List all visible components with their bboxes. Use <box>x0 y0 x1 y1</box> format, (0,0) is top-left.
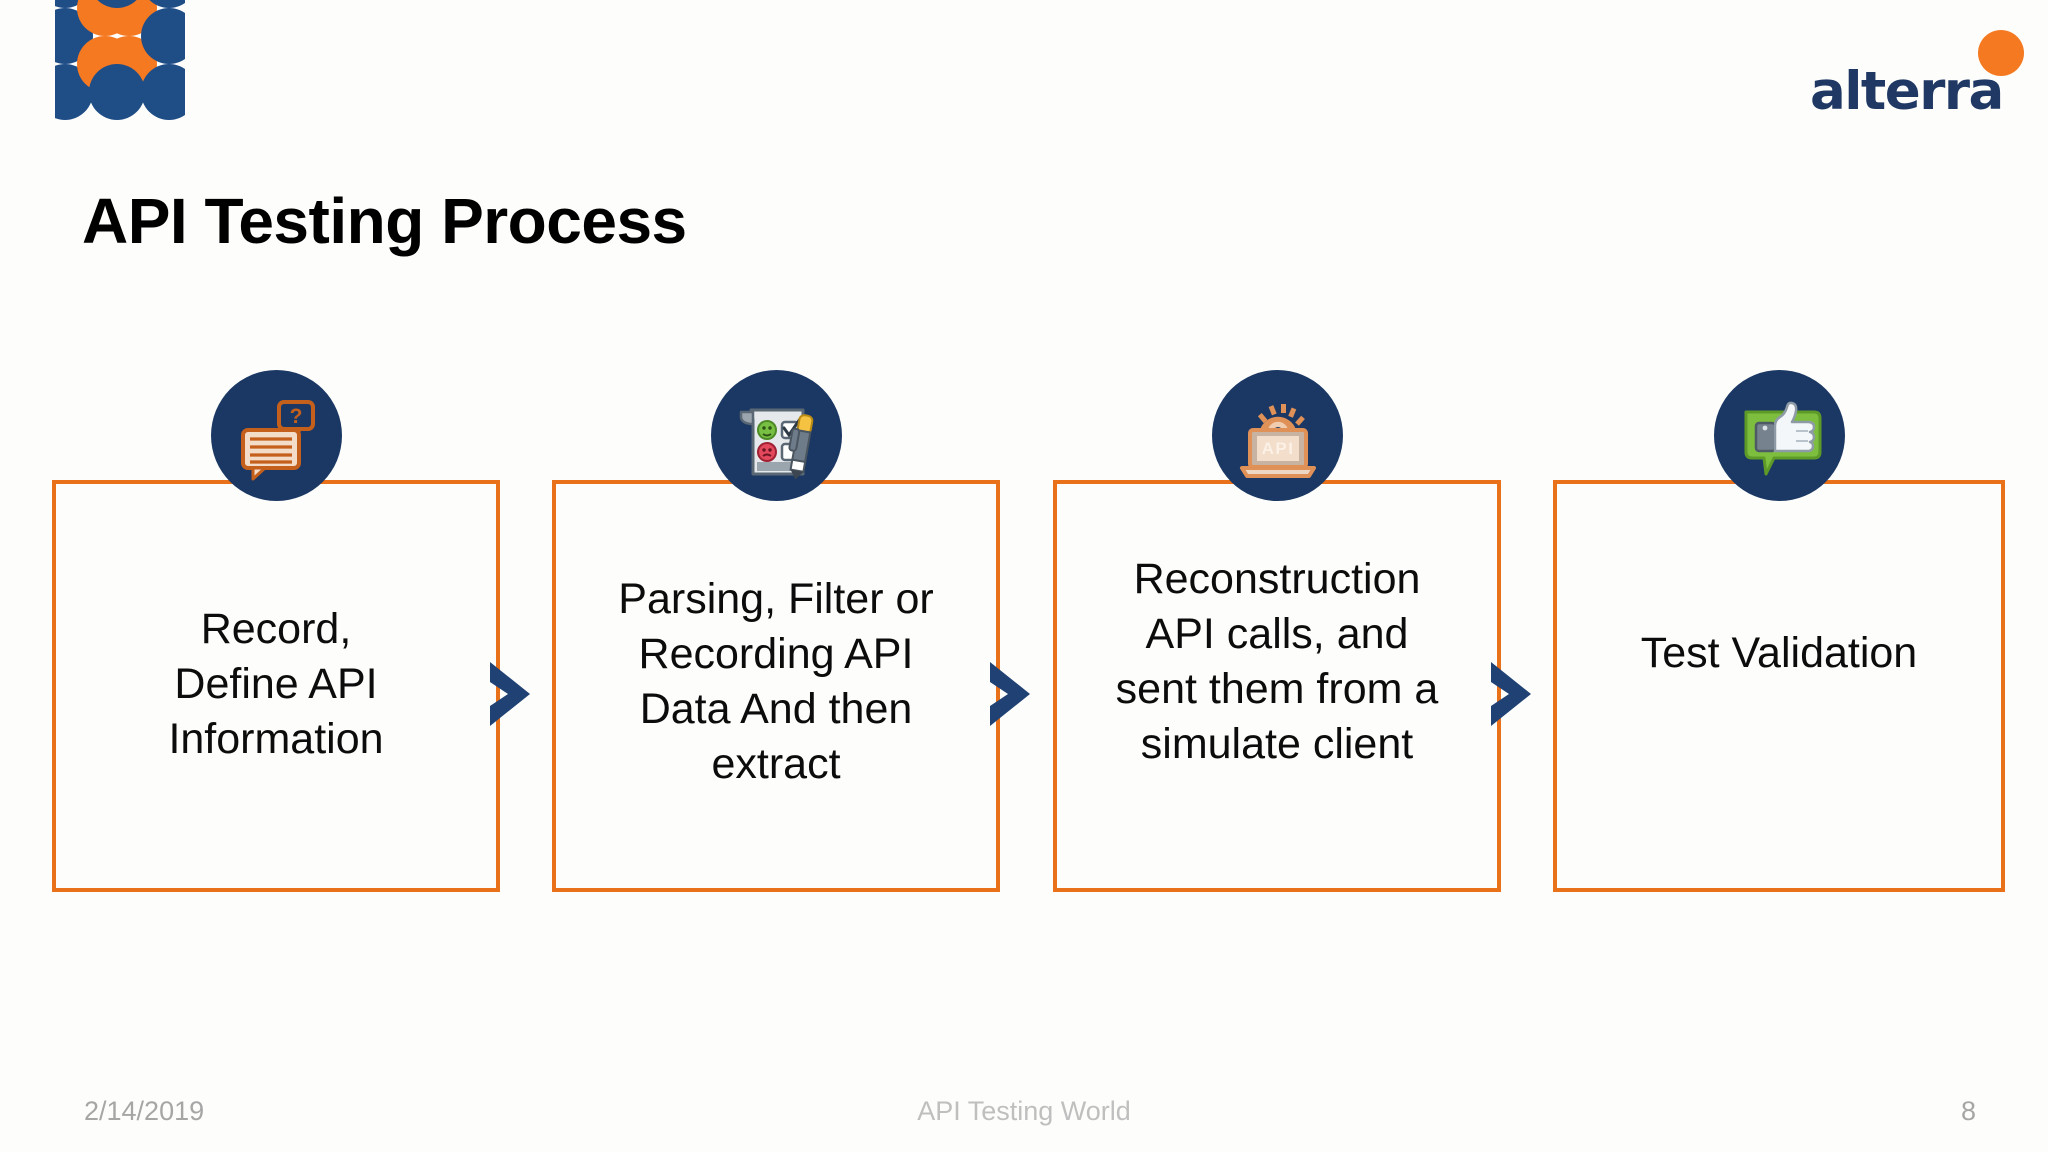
footer-title: API Testing World <box>917 1096 1131 1126</box>
survey-checklist-pen-icon <box>711 370 842 501</box>
chevron-right-icon-2 <box>986 660 1048 728</box>
process-step-1[interactable]: ? Record, Define API Information <box>52 370 500 892</box>
alterra-logo: alterra <box>1810 26 2030 118</box>
process-step-4-label: Test Validation <box>1640 629 1918 677</box>
alterra-wordmark: alterra <box>1810 61 2004 122</box>
chevron-right-icon-3 <box>1487 660 1549 728</box>
chevron-right-icon-1 <box>486 660 548 728</box>
alterra-dot-icon <box>1978 30 2024 76</box>
process-step-2-label: Parsing, Filter or Recording API Data An… <box>618 575 934 789</box>
process-step-2[interactable]: Parsing, Filter or Recording API Data An… <box>552 370 1000 892</box>
thumbs-up-speech-bubble-icon <box>1714 370 1845 501</box>
process-flow: ? Record, Define API Information <box>0 370 2048 895</box>
process-step-3[interactable]: API Reconstruction API calls, and sent t… <box>1053 370 1501 892</box>
svg-text:?: ? <box>289 405 302 428</box>
svg-text:API: API <box>1261 439 1294 458</box>
slide-page-number: 8 <box>1960 1096 1976 1126</box>
page-title: API Testing Process <box>82 185 687 257</box>
process-step-3-label: Reconstruction API calls, and sent them … <box>1115 555 1439 769</box>
footer-date: 2/14/2019 <box>84 1096 205 1126</box>
process-step-1-label: Record, Define API Information <box>168 605 384 764</box>
laptop-api-gear-icon: API <box>1212 370 1343 501</box>
process-step-4[interactable]: Test Validation <box>1553 370 2005 892</box>
chat-bubbles-question-icon: ? <box>211 370 342 501</box>
alterra-pattern-logo <box>55 0 185 122</box>
